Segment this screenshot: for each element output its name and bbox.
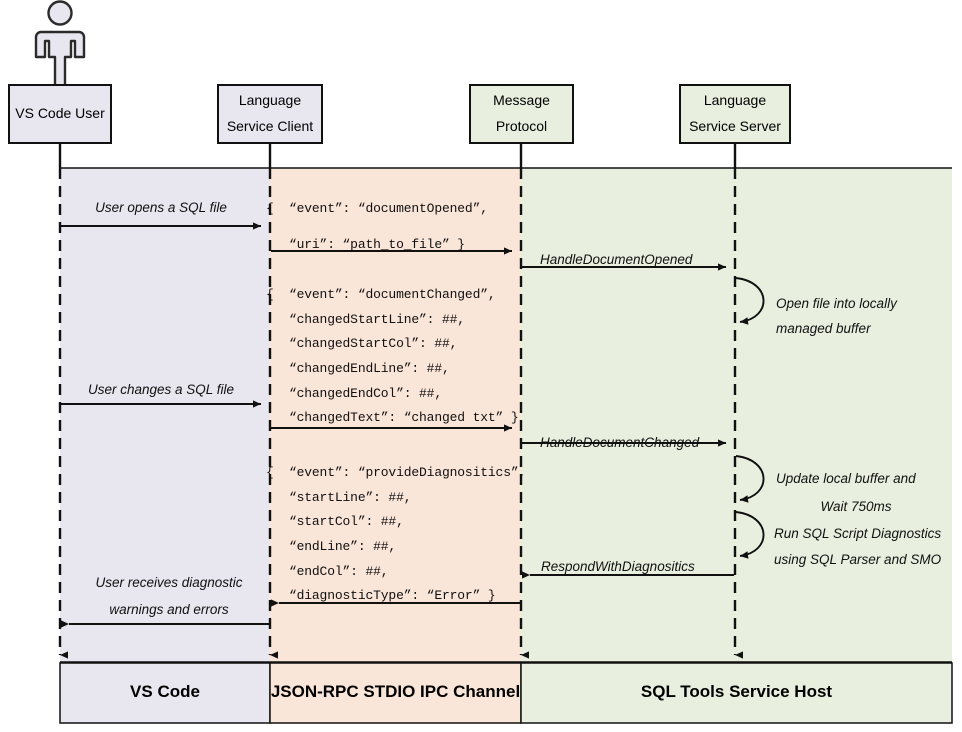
- label-open-file-buffer-line1: Open file into locally: [776, 296, 897, 311]
- bottom-band-label-service-host: SQL Tools Service Host: [640, 682, 833, 701]
- bottom-band-label-ipc: JSON-RPC STDIO IPC Channel: [270, 682, 521, 701]
- payload-document-changed-line-0: { “event”: “documentChanged”,: [266, 287, 496, 302]
- box-message-protocol[interactable]: [469, 84, 574, 144]
- label-user-changes-sql-file: User changes a SQL file: [87, 382, 235, 397]
- bottom-band-ipc: [269, 662, 522, 724]
- label-update-buffer-wait-line1: Update local buffer and: [776, 471, 916, 486]
- label-message-protocol: Message Protocol: [470, 85, 573, 143]
- payload-provide-diagnositics-line-0: { “event”: “provideDiagnositics”,: [266, 465, 527, 480]
- box-language-service-server[interactable]: [679, 84, 791, 144]
- payload-provide-diagnositics: { “event”: “provideDiagnositics”, “start…: [266, 465, 527, 603]
- message-arrows: [61, 222, 734, 628]
- label-user-receives-diagnostics-line1: User receives diagnostic: [95, 575, 243, 590]
- box-vs-code-user[interactable]: [8, 84, 112, 144]
- participant-boxes: [8, 84, 791, 144]
- label-handle-document-opened: HandleDocumentOpened: [540, 252, 693, 267]
- label-user-receives-diagnostics-line2: warnings and errors: [109, 602, 229, 617]
- payload-provide-diagnositics-line-2: “startCol”: ##,: [266, 514, 404, 530]
- label-language-service-server-line1: Language: [703, 92, 767, 109]
- label-language-service-client-line2: Service Client: [226, 118, 314, 134]
- payload-document-changed-line-3: “changedEndLine”: ##,: [266, 360, 450, 376]
- bottom-band-service-host: [520, 662, 953, 724]
- label-language-service-client-line1: Language: [238, 92, 302, 109]
- label-language-service-server: Language Service Server: [680, 85, 790, 143]
- label-update-buffer-wait-line2: Wait 750ms: [820, 499, 892, 514]
- bottom-bands: [59, 662, 953, 724]
- self-loop-update-buffer-wait: [735, 455, 765, 503]
- payload-document-changed-line-5: “changedText”: “changed txt” }: [266, 410, 519, 426]
- label-run-diagnostics-line1: Run SQL Script Diagnostics: [774, 526, 942, 541]
- bottom-band-label-vs-code: VS Code: [130, 682, 200, 701]
- payload-provide-diagnositics-line-3: “endLine”: ##,: [266, 538, 397, 554]
- payload-document-opened-line-0: { “event”: “documentOpened”,: [266, 201, 488, 216]
- label-message-protocol-line1: Message: [493, 92, 550, 109]
- payload-provide-diagnositics-line-5: “diagnosticType”: “Error” }: [266, 588, 496, 604]
- label-run-diagnostics-line2: using SQL Parser and SMO: [774, 552, 942, 567]
- band-service-body: [521, 168, 952, 662]
- label-respond-with-diagnositics: RespondWithDiagnositics: [541, 559, 695, 574]
- payload-document-opened-line-1: “uri”: “path_to_file” }: [266, 236, 465, 252]
- payload-document-changed-line-4: “changedEndCol”: ##,: [266, 385, 442, 401]
- label-handle-document-changed: HandleDocumentChanged: [540, 435, 700, 450]
- payload-provide-diagnositics-line-4: “endCol”: ##,: [266, 563, 389, 579]
- payload-provide-diagnositics-line-1: “startLine”: ##,: [266, 489, 412, 505]
- lifelines: [58, 143, 743, 659]
- label-message-protocol-line2: Protocol: [495, 118, 548, 134]
- self-loop-arcs: [735, 277, 765, 559]
- payload-document-changed-line-1: “changedStartLine”: ##,: [266, 311, 465, 327]
- payload-document-opened: { “event”: “documentOpened”, “uri”: “pat…: [266, 201, 488, 251]
- label-language-service-client: Language Service Client: [218, 85, 322, 143]
- label-vs-code-user: VS Code User: [9, 85, 111, 143]
- label-language-service-server-line2: Service Server: [689, 118, 781, 134]
- label-user-opens-sql-file: User opens a SQL file: [95, 200, 227, 215]
- actor-figure: [34, 0, 86, 93]
- label-open-file-buffer-line2: managed buffer: [776, 321, 871, 336]
- band-vscode-body: [60, 168, 270, 662]
- self-loop-open-file-buffer: [735, 277, 765, 325]
- label-vs-code-user-line1: VS Code User: [15, 105, 105, 122]
- self-loop-run-diagnostics: [735, 511, 765, 559]
- payload-document-changed-line-2: “changedStartCol”: ##,: [266, 336, 458, 352]
- box-language-service-client[interactable]: [217, 84, 323, 144]
- payload-document-changed: { “event”: “documentChanged”, “changedSt…: [266, 287, 519, 425]
